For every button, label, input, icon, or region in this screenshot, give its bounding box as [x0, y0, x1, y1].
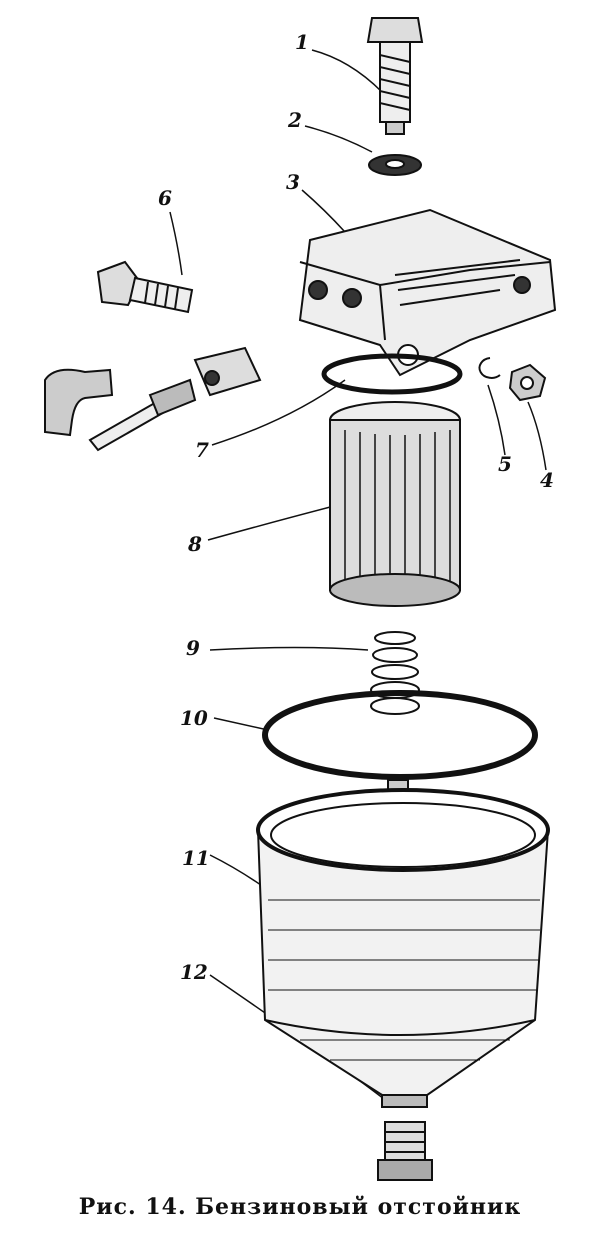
- part-5-lock-washer: [478, 357, 501, 379]
- part-10-sealing-ring: [262, 690, 538, 780]
- label-8: 8: [188, 532, 202, 556]
- part-12-drain-plug: [377, 1121, 433, 1181]
- part-8-filter-element: [329, 401, 461, 607]
- label-11: 11: [182, 846, 210, 870]
- part-1-bolt: [366, 17, 424, 135]
- fuel-fittings: [44, 346, 262, 452]
- part-7-gasket: [321, 353, 463, 395]
- label-12: 12: [180, 960, 208, 984]
- label-4: 4: [540, 468, 554, 492]
- label-9: 9: [186, 636, 200, 660]
- label-6: 6: [158, 186, 172, 210]
- part-6-bolt: [96, 260, 194, 314]
- label-3: 3: [286, 170, 300, 194]
- label-10: 10: [180, 706, 208, 730]
- part-2-washer: [368, 154, 422, 176]
- figure-caption: Рис. 14. Бензиновый отстойник: [78, 1194, 522, 1220]
- label-2: 2: [288, 108, 302, 132]
- part-4-nut: [508, 363, 547, 402]
- leader-lines: [169, 49, 547, 1106]
- part-11-bowl: [256, 779, 550, 1108]
- label-5: 5: [498, 452, 512, 476]
- part-9-spring: [370, 631, 420, 715]
- part-3-housing: [298, 208, 557, 377]
- label-7: 7: [195, 438, 209, 462]
- label-1: 1: [295, 30, 309, 54]
